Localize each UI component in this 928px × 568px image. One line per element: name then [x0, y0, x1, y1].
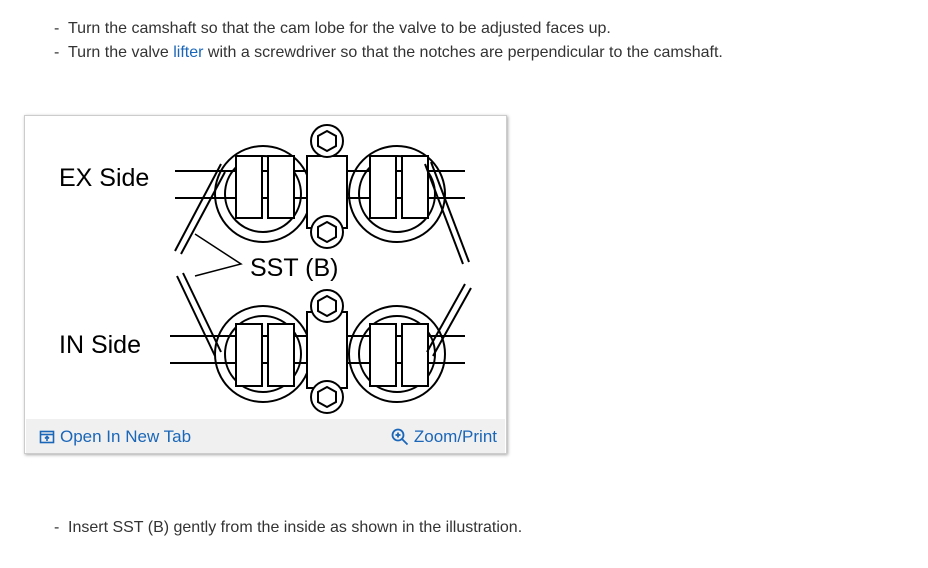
- in-side-label: IN Side: [59, 331, 141, 359]
- zoom-icon: [391, 428, 408, 446]
- valve-lifter-sst-illustration: [170, 124, 472, 414]
- ex-side-label: EX Side: [59, 164, 150, 192]
- sst-label: SST (B): [250, 254, 339, 282]
- instruction-step: -Turn the valve lifter with a screwdrive…: [54, 44, 723, 61]
- figure-toolbar: Open In New Tab Zoom/Print: [26, 419, 505, 453]
- instruction-list-bottom: -Insert SST (B) gently from the inside a…: [54, 516, 522, 540]
- instruction-step: -Turn the camshaft so that the cam lobe …: [54, 20, 611, 37]
- illustration-figure: EX Side SST (B) IN Side Open In New Tab …: [24, 115, 507, 454]
- zoom-print-button[interactable]: Zoom/Print: [391, 427, 497, 447]
- open-in-new-tab-button[interactable]: Open In New Tab: [39, 427, 191, 447]
- lifter-link[interactable]: lifter: [173, 44, 204, 61]
- open-new-tab-icon: [39, 430, 55, 444]
- instruction-list-top: -Turn the camshaft so that the cam lobe …: [54, 17, 723, 65]
- instruction-step: -Insert SST (B) gently from the inside a…: [54, 519, 523, 536]
